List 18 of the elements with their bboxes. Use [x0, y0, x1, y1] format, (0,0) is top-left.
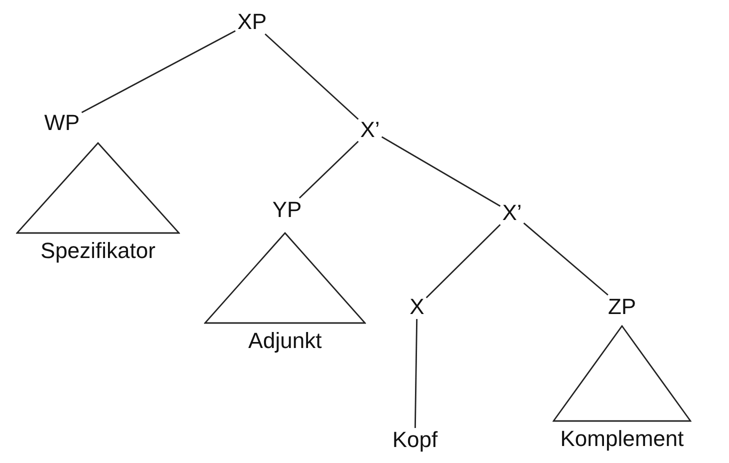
constituent-label: Adjunkt — [248, 330, 322, 352]
tree-node-label: X — [408, 295, 426, 319]
tree-node-label: X’ — [358, 118, 382, 142]
tree-branch — [426, 224, 501, 298]
tree-branch — [414, 318, 418, 428]
tree-node-label: Kopf — [390, 428, 440, 452]
tree-branch — [381, 136, 501, 207]
tree-branch — [81, 30, 236, 114]
tree-node-label: XP — [235, 10, 269, 34]
tree-branch — [523, 222, 608, 296]
tree-branch — [264, 33, 359, 120]
tree-node-label: YP — [270, 198, 304, 222]
tree-branch — [298, 140, 359, 198]
tree-node-label: WP — [42, 111, 82, 135]
constituent-label: Komplement — [560, 428, 684, 450]
tree-node-label: X’ — [500, 201, 524, 225]
tree-node-label: ZP — [606, 295, 638, 319]
constituent-label: Spezifikator — [40, 240, 156, 262]
